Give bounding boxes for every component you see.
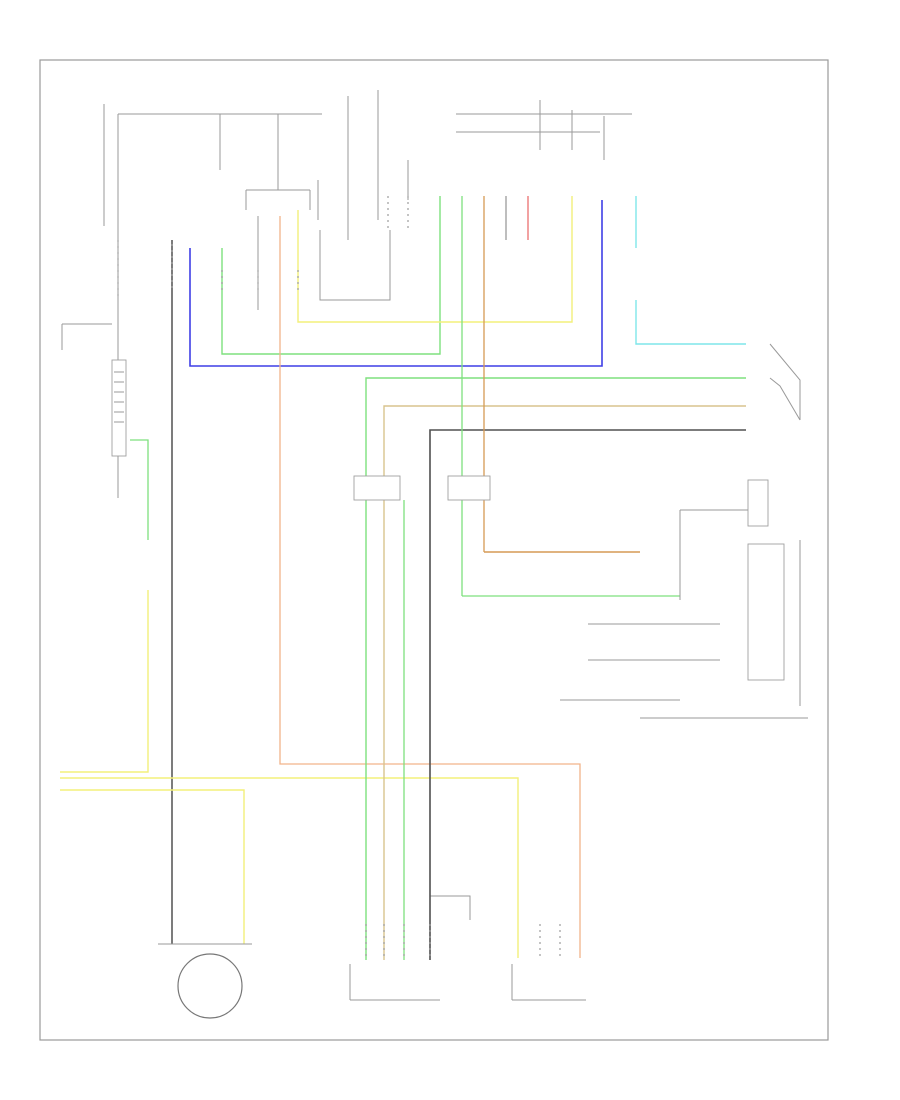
wire-black-right (429, 429, 746, 960)
control-unit (560, 479, 808, 719)
wire-yellow-top (297, 196, 573, 323)
junction-b (447, 475, 491, 501)
wire-yellow-main (60, 439, 519, 958)
wire-green-right (365, 377, 746, 960)
starter-relay (769, 343, 801, 421)
power-module (349, 964, 440, 1001)
alternator (158, 943, 252, 1019)
wire-green-top (221, 196, 441, 355)
wire-blue (189, 200, 603, 367)
diagram-frame (39, 59, 829, 1041)
idle-stop-unit (511, 964, 586, 1001)
junction-a (353, 475, 401, 501)
wire-tan-right (383, 405, 746, 960)
top-bus-lines (103, 90, 632, 240)
wire-cyan (635, 196, 746, 345)
pin-markers (117, 196, 561, 958)
battery-sensor (61, 240, 127, 498)
